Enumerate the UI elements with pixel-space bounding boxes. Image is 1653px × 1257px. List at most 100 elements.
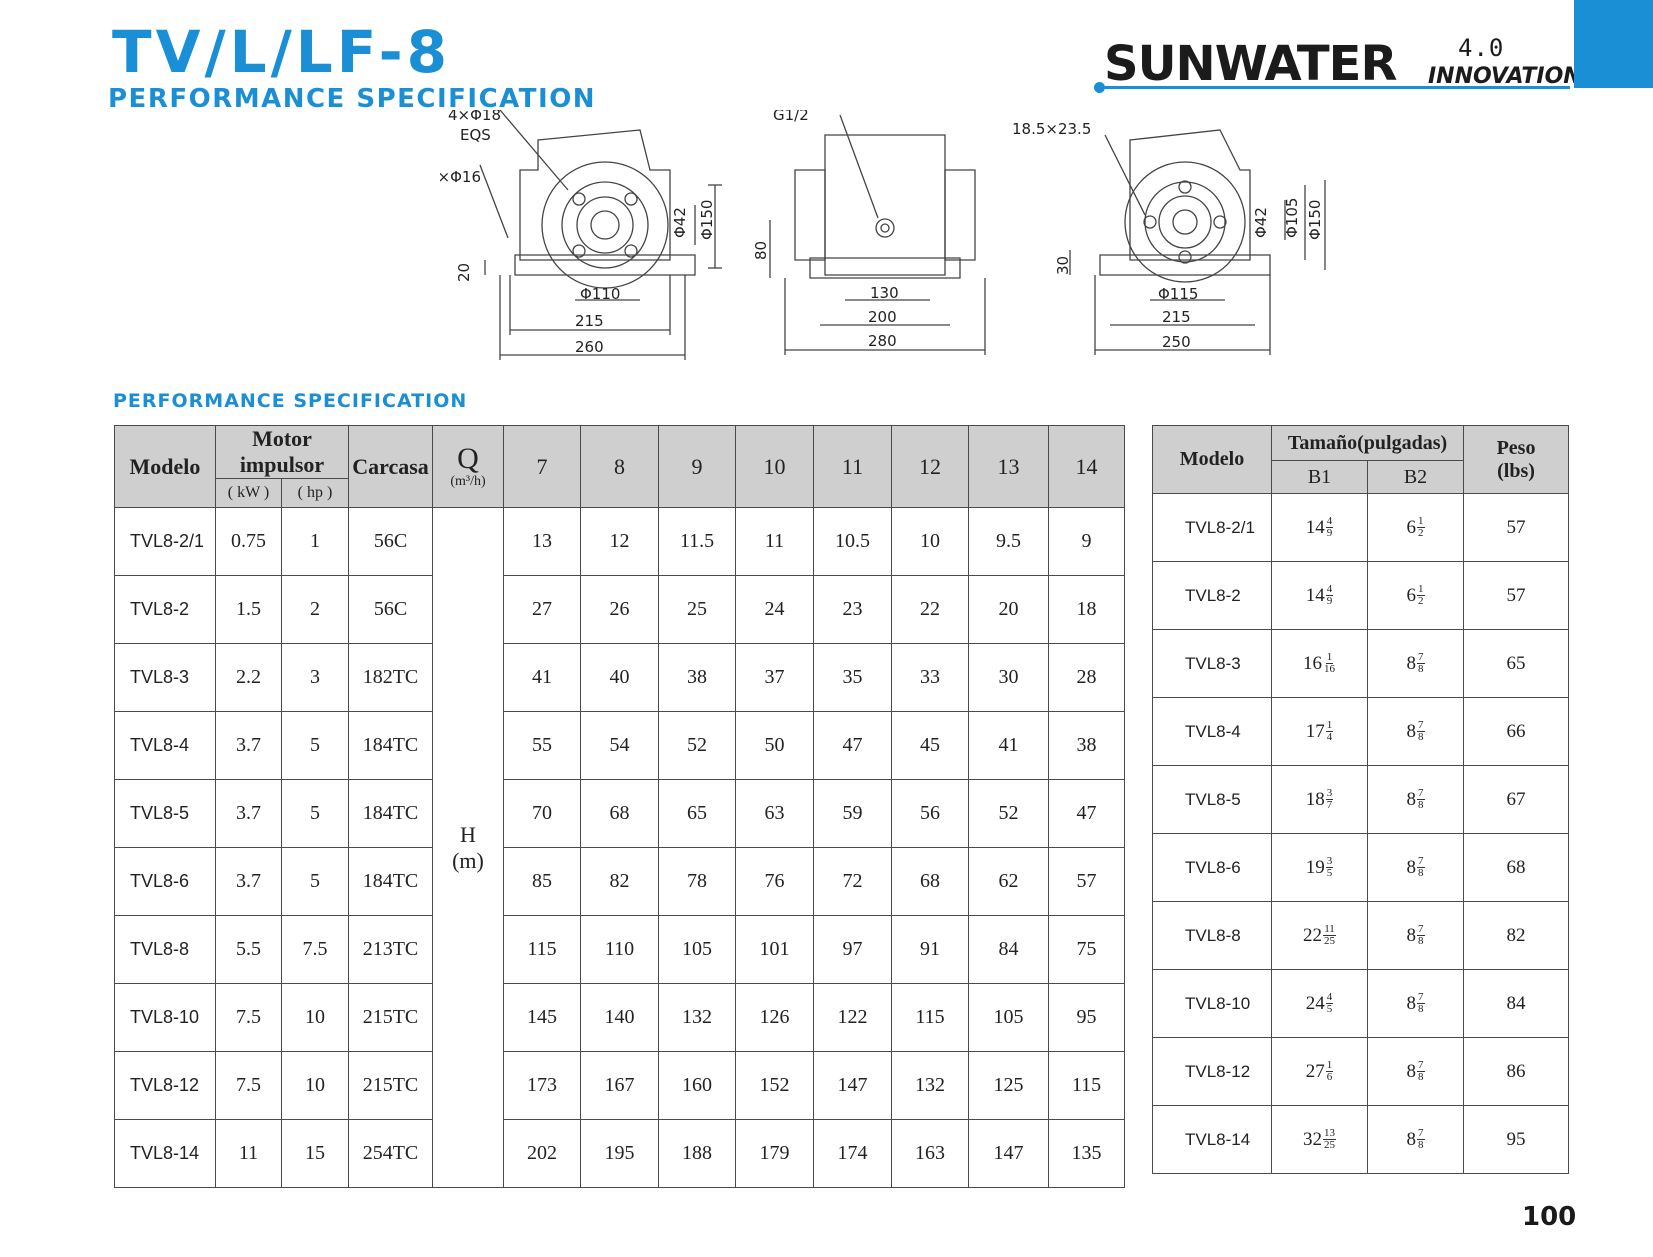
fraction-numerator: 1 xyxy=(1417,515,1425,528)
fraction-denominator: 2 xyxy=(1418,595,1424,607)
header-modelo-size: Modelo xyxy=(1152,425,1272,494)
fraction-numerator: 7 xyxy=(1417,651,1425,664)
cell-head-value: 56 xyxy=(891,779,969,848)
header-hp: ( hp ) xyxy=(281,478,349,508)
dim-phi42-right: Φ42 xyxy=(1252,207,1270,238)
logo-underline xyxy=(1098,86,1570,89)
logo-dot xyxy=(1094,82,1105,93)
fraction-whole: 24 xyxy=(1305,992,1325,1014)
cell-hp: 1 xyxy=(281,507,349,576)
cell-head-value: 47 xyxy=(1048,779,1125,848)
dim-phi150-right: Φ150 xyxy=(1306,200,1324,240)
cell-head-value: 47 xyxy=(813,711,892,780)
cell-weight: 95 xyxy=(1463,1105,1570,1174)
label-port-g12: G1/2 xyxy=(773,110,809,124)
cell-head-value: 68 xyxy=(580,779,659,848)
perf-header-row: Modelo Motor impulsor Carcasa Q (m³/h) 7… xyxy=(114,425,1125,508)
cell-head-value: 33 xyxy=(891,643,969,712)
cell-frame: 215TC xyxy=(348,1051,433,1120)
cell-weight: 66 xyxy=(1463,697,1570,766)
cell-head-value: 26 xyxy=(580,575,659,644)
cell-model: TVL8-5 xyxy=(114,779,216,848)
head-symbol: H xyxy=(460,821,476,847)
fraction-numerator: 3 xyxy=(1325,855,1334,868)
cell-weight: 57 xyxy=(1463,561,1570,630)
cell-head-value: 78 xyxy=(658,847,736,916)
cell-head-value: 13 xyxy=(503,507,581,576)
cell-hp: 7.5 xyxy=(281,915,349,984)
fraction-denominator: 2 xyxy=(1418,527,1424,539)
cell-weight: 86 xyxy=(1463,1037,1570,1106)
cell-head-value: 20 xyxy=(968,575,1049,644)
fraction-numerator: 3 xyxy=(1325,787,1334,800)
header-flow: 13 xyxy=(968,425,1049,508)
cell-model: TVL8-12 xyxy=(1152,1037,1272,1106)
fraction-denominator: 4 xyxy=(1326,731,1333,743)
cell-head-value: 202 xyxy=(503,1119,581,1188)
dim-height-20: 20 xyxy=(455,263,473,282)
cell-frame: 215TC xyxy=(348,983,433,1052)
fraction-denominator: 5 xyxy=(1326,1003,1333,1015)
cell-head-value: 115 xyxy=(503,915,581,984)
cell-head-value: 62 xyxy=(968,847,1049,916)
cell-frame: 182TC xyxy=(348,643,433,712)
cell-head-value: 152 xyxy=(735,1051,814,1120)
dim-215-left: 215 xyxy=(575,312,604,330)
cell-head-value: 52 xyxy=(658,711,736,780)
cell-head-value: 37 xyxy=(735,643,814,712)
header-carcasa: Carcasa xyxy=(348,425,433,508)
dim-height-30: 30 xyxy=(1054,256,1072,275)
cell-head-value: 195 xyxy=(580,1119,659,1188)
cell-hp: 2 xyxy=(281,575,349,644)
cell-kw: 5.5 xyxy=(215,915,282,984)
cell-head-value: 173 xyxy=(503,1051,581,1120)
cell-head-value: 84 xyxy=(968,915,1049,984)
cell-head-value: 91 xyxy=(891,915,969,984)
perf-subheader-row: ( kW ) ( hp ) xyxy=(115,478,1125,508)
cell-kw: 11 xyxy=(215,1119,282,1188)
cell-weight: 65 xyxy=(1463,629,1570,698)
header-tamano: Tamaño(pulgadas) xyxy=(1270,425,1465,461)
header-flow: 12 xyxy=(891,425,969,508)
cell-head-value: 50 xyxy=(735,711,814,780)
cell-head-value: 10.5 xyxy=(813,507,892,576)
dim-130: 130 xyxy=(870,284,899,302)
cell-head-value: 68 xyxy=(891,847,969,916)
cell-head-value: 9.5 xyxy=(968,507,1049,576)
cell-head-label: H(m) xyxy=(432,507,504,1188)
cell-head-value: 11.5 xyxy=(658,507,736,576)
cell-head-value: 63 xyxy=(735,779,814,848)
cell-model: TVL8-12 xyxy=(114,1051,216,1120)
dim-phi105: Φ105 xyxy=(1283,198,1301,238)
fraction-whole: 8 xyxy=(1406,924,1417,946)
cell-head-value: 82 xyxy=(580,847,659,916)
fraction-numerator: 7 xyxy=(1417,991,1425,1004)
cell-head-value: 115 xyxy=(891,983,969,1052)
cell-frame: 184TC xyxy=(348,847,433,916)
cell-head-value: 147 xyxy=(813,1051,892,1120)
cell-head-value: 10 xyxy=(891,507,969,576)
cell-head-value: 160 xyxy=(658,1051,736,1120)
cell-head-value: 40 xyxy=(580,643,659,712)
fraction-whole: 6 xyxy=(1406,516,1417,538)
